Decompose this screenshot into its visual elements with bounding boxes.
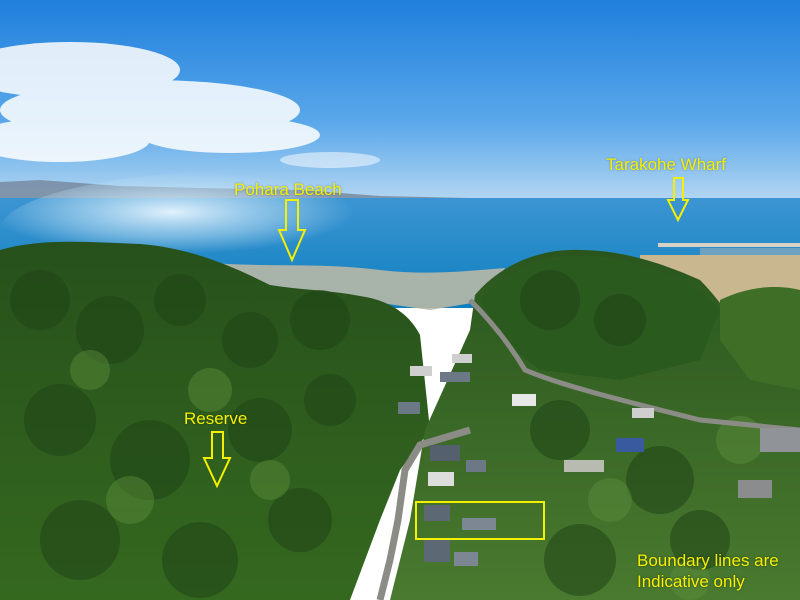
down-arrow-icon <box>277 199 307 263</box>
reserve-label: Reserve <box>184 409 248 428</box>
houses <box>398 354 800 566</box>
tidal-flat <box>200 262 505 310</box>
tree-canopy <box>10 270 730 598</box>
hill-far-right <box>720 287 800 390</box>
disclaimer-line-2: Indicative only <box>637 572 745 591</box>
tarakohe-wharf-label: Tarakohe Wharf <box>606 155 726 174</box>
road-local <box>376 426 472 600</box>
property-boundary <box>415 501 545 540</box>
down-arrow-icon <box>666 177 690 223</box>
clouds <box>0 42 380 168</box>
pohara-beach-label: Pohara Beach <box>234 180 342 199</box>
tree-highlights <box>70 350 764 600</box>
down-arrow-icon <box>202 431 232 489</box>
boundary-disclaimer: Boundary lines are Indicative only <box>637 550 779 592</box>
wharf-breakwater <box>658 243 800 247</box>
disclaimer-line-1: Boundary lines are <box>637 551 779 570</box>
